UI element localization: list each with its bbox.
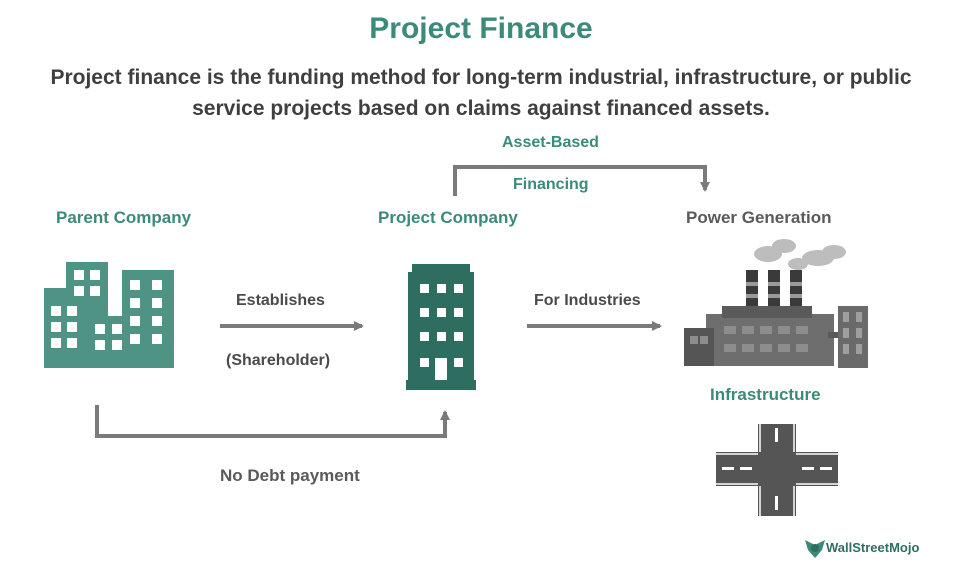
- parent-company-label: Parent Company: [56, 208, 192, 227]
- asset-based-label: Asset-Based: [502, 134, 599, 151]
- page-subtitle: Project finance is the funding method fo…: [50, 66, 912, 120]
- infrastructure-label: Infrastructure: [710, 385, 821, 404]
- page-title: Project Finance: [369, 12, 593, 45]
- project-building-icon: [406, 264, 476, 390]
- for-industries-label: For Industries: [534, 292, 641, 309]
- no-debt-payment-label: No Debt payment: [220, 466, 360, 485]
- power-generation-label: Power Generation: [686, 208, 832, 227]
- establishes-label: Establishes: [236, 292, 325, 309]
- road-intersection-icon: [716, 424, 838, 516]
- project-company-label: Project Company: [378, 208, 518, 227]
- wallstreetmojo-logo-icon: [805, 540, 825, 558]
- brand-text: WallStreetMojo: [826, 540, 920, 555]
- parent-buildings-icon: [44, 262, 174, 368]
- no-debt-arrow: [95, 405, 450, 438]
- factory-icon: [684, 239, 868, 368]
- shareholder-label: (Shareholder): [226, 352, 331, 369]
- asset-based-financing-arrow: [453, 165, 710, 196]
- financing-label: Financing: [513, 176, 589, 193]
